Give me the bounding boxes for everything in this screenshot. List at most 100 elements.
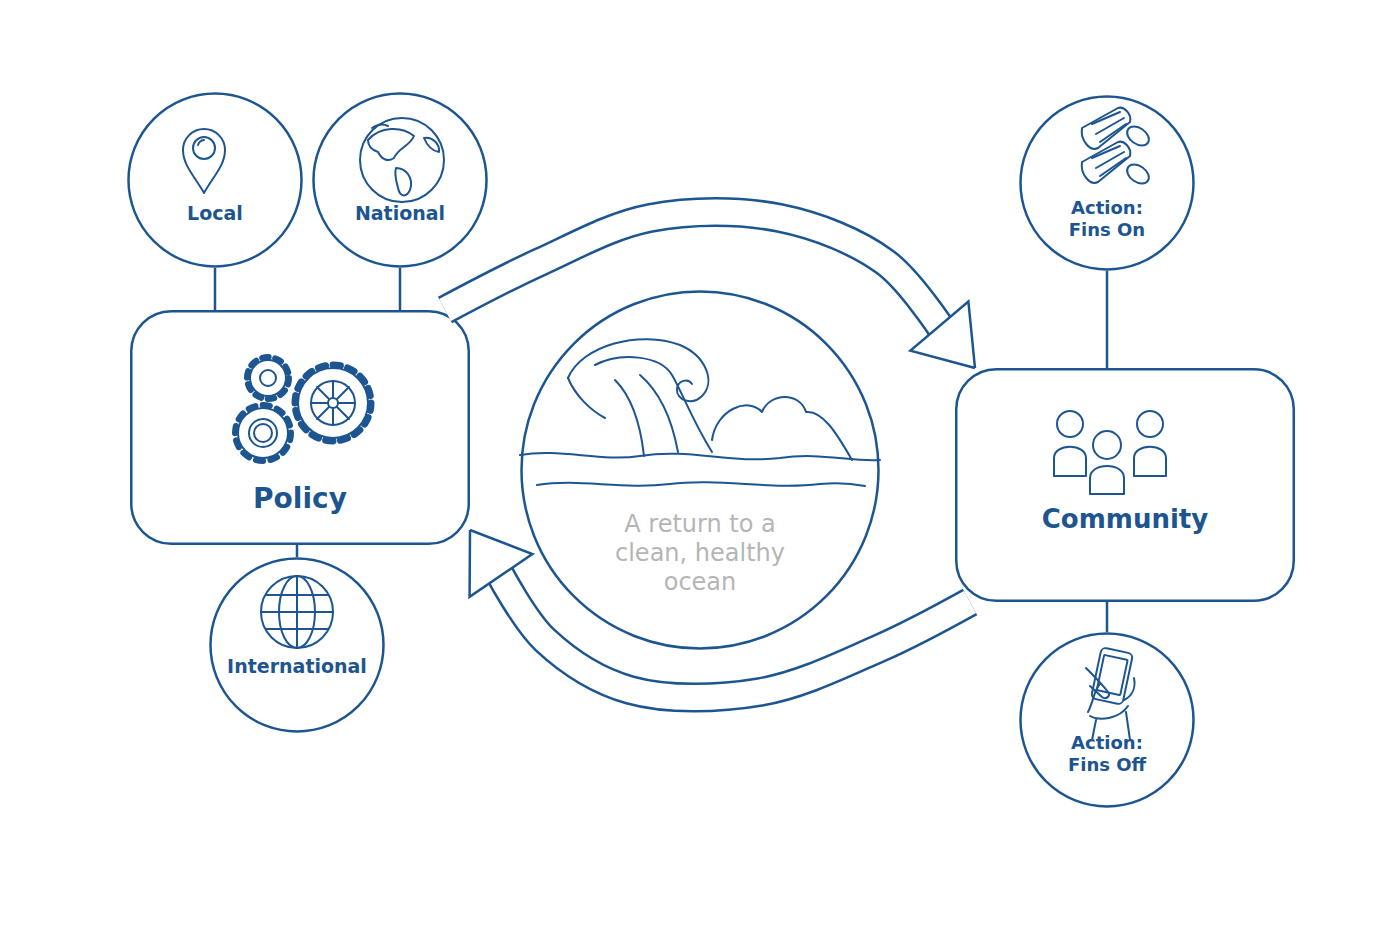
person-head — [1137, 411, 1163, 437]
circle-node: International — [209, 557, 385, 733]
globe-icon — [360, 118, 444, 202]
phone-body — [1091, 647, 1133, 705]
connector-path — [1106, 271, 1109, 368]
rounded-box-node: Community — [955, 368, 1295, 602]
connector-line — [1107, 602, 1108, 632]
fin-stripe — [1092, 112, 1126, 142]
node-label: Action: Fins Off — [1052, 732, 1162, 775]
circle-outline — [129, 94, 302, 267]
connector-line — [297, 545, 298, 557]
node-outline — [312, 92, 488, 268]
person-body — [1054, 447, 1086, 476]
connector-path — [1106, 602, 1109, 632]
gear-teeth — [235, 405, 291, 461]
gear-hub — [249, 419, 277, 447]
gears-icon — [235, 357, 371, 461]
wave-illustration — [520, 339, 880, 486]
node-outline — [1019, 632, 1195, 808]
wave-crest — [568, 339, 708, 401]
gear-hub — [328, 398, 338, 408]
wave-line — [520, 453, 880, 460]
continent-shape — [368, 129, 414, 160]
arrow-band-fill — [499, 572, 970, 697]
arrow-band-fill — [445, 212, 942, 329]
continent-shape — [372, 125, 388, 128]
parallel-line — [266, 628, 328, 630]
gear-body — [238, 408, 288, 458]
gear-hub — [260, 370, 276, 386]
fins-icon — [1082, 108, 1153, 188]
phone-screen — [1097, 655, 1128, 695]
cycle-arrow — [445, 212, 975, 368]
gear-body — [298, 368, 368, 438]
circle-outline — [1021, 634, 1194, 807]
node-outline — [209, 557, 385, 733]
arrow-band-outline — [499, 572, 970, 697]
gear-hub — [254, 424, 272, 442]
wave-crest — [568, 378, 605, 418]
pin-icon — [183, 129, 225, 193]
thumb-outline — [1086, 668, 1109, 698]
person-body — [1134, 447, 1166, 476]
fin-pocket — [1124, 123, 1153, 150]
arrow-head — [470, 530, 533, 597]
globe-grid-icon — [261, 576, 333, 648]
node-label: Community — [975, 504, 1275, 535]
circle-node: Local — [127, 92, 303, 268]
circle-outline — [1021, 97, 1194, 270]
circle-outline — [522, 292, 879, 649]
node-outline — [127, 92, 303, 268]
node-outline — [1019, 95, 1195, 271]
node-label: National — [315, 202, 485, 225]
continent-shape — [424, 138, 439, 152]
phone-icon — [1086, 647, 1135, 740]
circle-outline — [314, 94, 487, 267]
connector-path — [399, 268, 402, 310]
pin-outline — [183, 129, 225, 193]
arrow-head — [910, 301, 975, 368]
wave-crest — [595, 357, 712, 452]
box-outline — [131, 311, 469, 544]
fin-shape — [1082, 142, 1131, 183]
people-icon — [1054, 411, 1166, 494]
connector-line — [215, 268, 216, 310]
node-label: Action: Fins On — [1052, 197, 1162, 240]
meridian-line — [279, 576, 315, 648]
node-label: Policy — [150, 482, 450, 516]
parallel-line — [266, 594, 328, 596]
gear-teeth — [295, 365, 371, 441]
globe-outline — [360, 118, 444, 202]
person-head — [1057, 411, 1083, 437]
person-head — [1093, 431, 1121, 459]
fin-stripe — [1092, 146, 1126, 176]
box-outline — [956, 369, 1294, 601]
connector-line — [400, 268, 401, 310]
circle-node: Action: Fins On — [1019, 95, 1195, 271]
gear-spokes — [311, 381, 355, 425]
hand-outline — [1088, 678, 1135, 740]
node-label: A return to a clean, healthy ocean — [593, 510, 808, 596]
wave-crest — [640, 375, 678, 452]
pin-hole — [193, 137, 215, 159]
connector-path — [296, 545, 299, 557]
node-outline — [520, 290, 880, 650]
node-label: International — [211, 655, 383, 678]
pin-shine — [198, 140, 204, 145]
fin-pocket — [1124, 161, 1153, 188]
circle-node: Action: Fins Off — [1019, 632, 1195, 808]
gear-rim — [311, 381, 355, 425]
node-outline — [955, 368, 1295, 602]
node-label: Local — [130, 202, 300, 225]
arrow-band-outline — [445, 212, 942, 329]
circle-node: National — [312, 92, 488, 268]
rounded-box-node: Policy — [130, 310, 470, 545]
wave-crest — [615, 380, 644, 456]
cycle-arrow — [470, 530, 970, 698]
circle-node: A return to a clean, healthy ocean — [520, 290, 880, 650]
continent-shape — [395, 168, 411, 195]
fin-shape — [1082, 108, 1131, 149]
wave-line — [537, 482, 865, 486]
connector-line — [1107, 271, 1108, 368]
